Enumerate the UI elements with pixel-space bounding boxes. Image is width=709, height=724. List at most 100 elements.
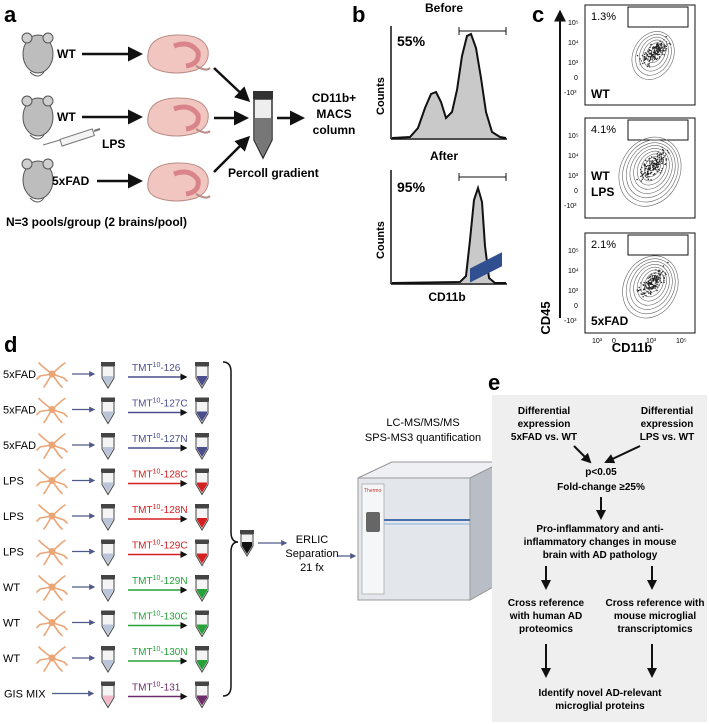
facs-event-dot <box>658 278 660 280</box>
facs-event-dot <box>653 157 655 159</box>
facs-event-dot <box>648 52 650 54</box>
facs-event-dot <box>657 50 659 53</box>
sample-label: LPS <box>3 476 24 488</box>
facs-contour <box>633 148 670 190</box>
facs-event-dot <box>655 58 658 61</box>
group-label-wt-lps: WT <box>57 110 76 124</box>
facs-event-dot <box>661 162 664 164</box>
right-top-1: Differential <box>641 406 693 417</box>
facs-event-dot <box>656 53 658 55</box>
facs-event-dot <box>647 277 649 279</box>
facs-event-dot <box>655 279 657 281</box>
facs-event-dot <box>643 288 645 291</box>
facs-event-dot <box>656 46 658 48</box>
facs-event-dot <box>655 48 657 50</box>
facs-event-dot <box>656 286 658 288</box>
facs-event-dot <box>649 293 652 295</box>
final-2: microglial proteins <box>555 701 645 712</box>
facs-event-dot <box>660 273 662 276</box>
facs-event-dot <box>662 156 665 159</box>
facs-event-dot <box>654 287 656 289</box>
microglia-icon <box>36 646 68 672</box>
facs-event-dot <box>657 47 659 49</box>
facs-event-dot <box>652 284 655 287</box>
sample-label: WT <box>3 653 20 665</box>
facs-event-dot <box>652 279 654 282</box>
facs-event-dot <box>647 165 649 167</box>
facs-xtick: 10³ <box>592 338 603 345</box>
criteria-foldchange: Fold-change ≥25% <box>557 482 645 493</box>
facs-event-dot <box>650 290 652 293</box>
microglia-icon <box>36 362 68 388</box>
facs-plot-5xfad: 2.1% 5xFAD <box>584 232 696 334</box>
mouse-icon <box>21 32 54 77</box>
facs-event-dot <box>640 60 643 62</box>
facs-ytick: 10⁵ <box>568 133 579 140</box>
facs-label-wt: WT <box>591 87 610 101</box>
facs-event-dot <box>642 296 644 298</box>
facs-event-dot <box>651 48 654 50</box>
facs-event-dot <box>650 50 653 52</box>
hist-after <box>390 170 507 285</box>
facs-event-dot <box>659 280 661 282</box>
facs-event-dot <box>640 175 642 178</box>
sample-tube-icon <box>101 610 115 638</box>
facs-ytick: 0 <box>574 188 578 195</box>
facs-event-dot <box>659 48 661 51</box>
tmt-tag-label: TMT10-129C <box>132 540 188 552</box>
facs-contour <box>644 272 661 293</box>
facs-event-dot <box>668 43 670 45</box>
facs-event-dot <box>652 60 654 62</box>
facs-contour <box>644 156 661 177</box>
facs-event-dot <box>649 162 651 164</box>
facs-event-dot <box>652 277 654 279</box>
facs-event-dot <box>654 173 656 175</box>
left-top-1: Differential <box>518 406 570 417</box>
facs-contour <box>629 145 673 194</box>
lcms-line1: LC-MS/MS/MS <box>386 417 459 429</box>
facs-event-dot <box>643 173 645 175</box>
facs-event-dot <box>648 169 651 171</box>
facs-contour <box>636 266 667 302</box>
sample-tube-icon <box>101 397 115 425</box>
facs-contour <box>631 31 675 80</box>
facs-event-dot <box>657 54 660 56</box>
facs-event-dot <box>657 281 659 283</box>
facs-event-dot <box>664 163 666 166</box>
facs-event-dot <box>652 287 655 289</box>
syringe-icon <box>42 128 101 147</box>
facs-event-dot <box>656 169 658 171</box>
tmt-tag-label: TMT10-128N <box>132 504 188 516</box>
facs-event-dot <box>650 52 653 54</box>
facs-event-dot <box>649 164 651 166</box>
hist-after-fill <box>391 184 506 284</box>
facs-contour <box>618 136 682 207</box>
facs-contour <box>640 153 664 182</box>
facs-event-dot <box>655 162 658 165</box>
facs-event-dot <box>650 287 652 289</box>
facs-event-dot <box>651 286 653 288</box>
facs-event-dot <box>650 288 653 290</box>
tmt-tag-label: TMT10-126 <box>132 362 181 374</box>
sample-tube-icon <box>101 433 115 460</box>
hist-after-title: After <box>430 149 458 163</box>
criteria-pvalue: p<0.05 <box>585 467 617 478</box>
tmt-tag-label: TMT10-127N <box>132 433 188 445</box>
hist-before <box>390 26 507 140</box>
percoll-label: Percoll gradient <box>228 166 319 180</box>
facs-event-dot <box>665 158 668 160</box>
facs-contour <box>622 139 679 203</box>
hist-after-pct: 95% <box>397 179 426 195</box>
lps-label: LPS <box>102 137 125 151</box>
facs-event-dot <box>657 164 659 166</box>
facs-event-dot <box>662 271 664 273</box>
erlic-line3: 21 fx <box>300 562 324 574</box>
facs-event-dot <box>646 287 648 289</box>
facs-event-dot <box>636 178 638 181</box>
facs-event-dot <box>641 178 644 180</box>
panel-d-letter: d <box>4 332 17 357</box>
